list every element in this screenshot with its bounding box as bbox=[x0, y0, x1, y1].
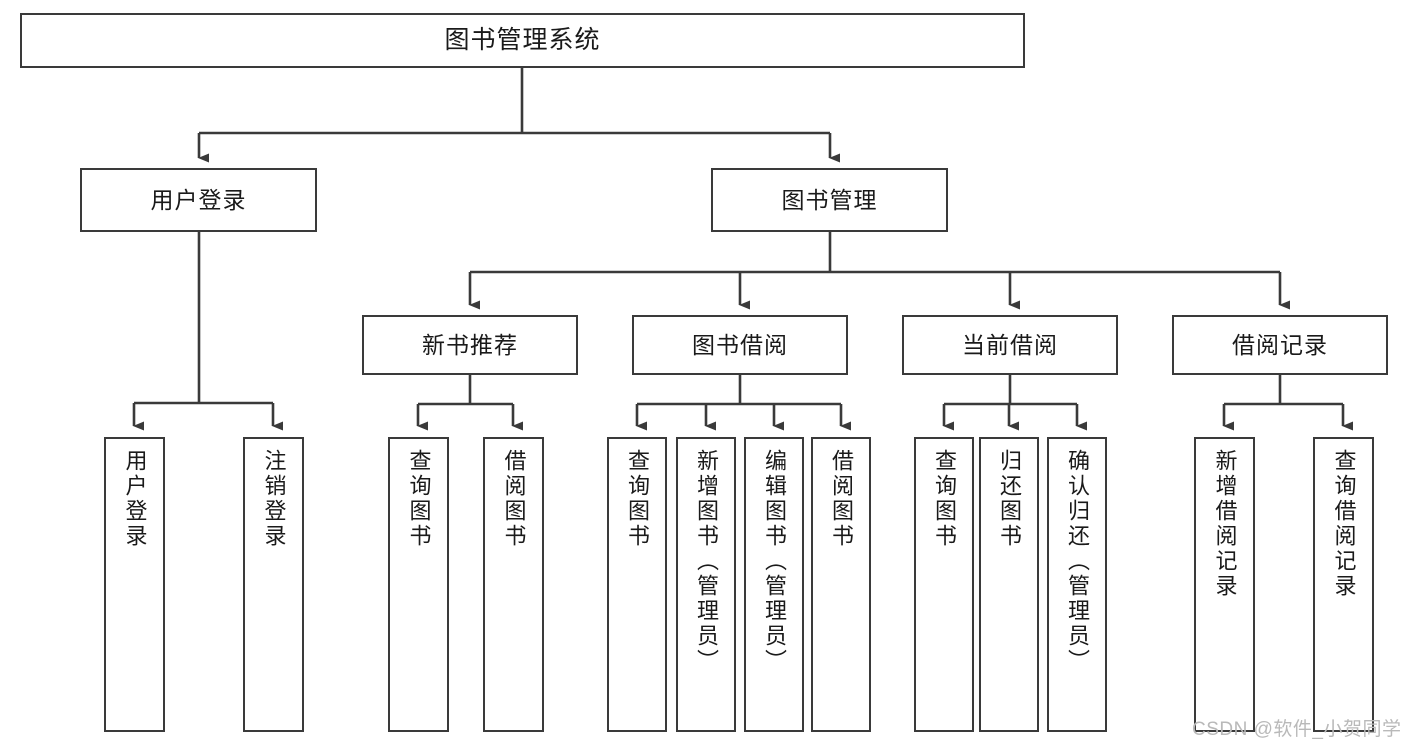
leaf-record-query-label: 查询借阅记录 bbox=[1331, 449, 1357, 599]
node-current-borrow[interactable]: 当前借阅 bbox=[902, 315, 1118, 375]
leaf-borrow-borrow-book-label: 借阅图书 bbox=[829, 449, 854, 549]
node-root-label: 图书管理系统 bbox=[444, 25, 601, 54]
leaf-record-query[interactable]: 查询借阅记录 bbox=[1313, 437, 1374, 732]
leaf-current-confirm-return-label: 确认归还（管理员） bbox=[1065, 449, 1090, 674]
leaf-recommend-borrow-book[interactable]: 借阅图书 bbox=[483, 437, 544, 732]
leaf-current-query-book-label: 查询图书 bbox=[932, 449, 957, 549]
leaf-recommend-query-book[interactable]: 查询图书 bbox=[388, 437, 449, 732]
leaf-user-login-signin-label: 用户登录 bbox=[122, 449, 148, 549]
leaf-borrow-borrow-book[interactable]: 借阅图书 bbox=[811, 437, 871, 732]
leaf-user-login-signout[interactable]: 注销登录 bbox=[243, 437, 304, 732]
leaf-borrow-edit-book-label: 编辑图书（管理员） bbox=[762, 449, 787, 674]
leaf-current-return-book[interactable]: 归还图书 bbox=[979, 437, 1039, 732]
leaf-record-add-label: 新增借阅记录 bbox=[1212, 449, 1238, 599]
leaf-current-return-book-label: 归还图书 bbox=[997, 449, 1022, 549]
node-new-book-recommend[interactable]: 新书推荐 bbox=[362, 315, 578, 375]
node-borrow-record-label: 借阅记录 bbox=[1232, 331, 1328, 358]
node-book-borrow[interactable]: 图书借阅 bbox=[632, 315, 848, 375]
node-user-login[interactable]: 用户登录 bbox=[80, 168, 317, 232]
leaf-current-query-book[interactable]: 查询图书 bbox=[914, 437, 974, 732]
leaf-record-add[interactable]: 新增借阅记录 bbox=[1194, 437, 1255, 732]
leaf-recommend-borrow-book-label: 借阅图书 bbox=[501, 449, 527, 549]
node-borrow-record[interactable]: 借阅记录 bbox=[1172, 315, 1388, 375]
leaf-borrow-add-book-label: 新增图书（管理员） bbox=[694, 449, 719, 674]
node-book-borrow-label: 图书借阅 bbox=[692, 331, 788, 358]
leaf-borrow-edit-book[interactable]: 编辑图书（管理员） bbox=[744, 437, 804, 732]
leaf-user-login-signin[interactable]: 用户登录 bbox=[104, 437, 165, 732]
node-book-management-label: 图书管理 bbox=[781, 186, 878, 213]
leaf-recommend-query-book-label: 查询图书 bbox=[406, 449, 432, 549]
leaf-borrow-add-book[interactable]: 新增图书（管理员） bbox=[676, 437, 736, 732]
node-current-borrow-label: 当前借阅 bbox=[962, 331, 1058, 358]
node-new-book-recommend-label: 新书推荐 bbox=[422, 331, 518, 358]
node-root[interactable]: 图书管理系统 bbox=[20, 13, 1025, 68]
node-user-login-label: 用户登录 bbox=[150, 186, 247, 213]
leaf-borrow-query-book[interactable]: 查询图书 bbox=[607, 437, 667, 732]
leaf-current-confirm-return[interactable]: 确认归还（管理员） bbox=[1047, 437, 1107, 732]
leaf-borrow-query-book-label: 查询图书 bbox=[625, 449, 650, 549]
node-book-management[interactable]: 图书管理 bbox=[711, 168, 948, 232]
leaf-user-login-signout-label: 注销登录 bbox=[261, 449, 287, 549]
